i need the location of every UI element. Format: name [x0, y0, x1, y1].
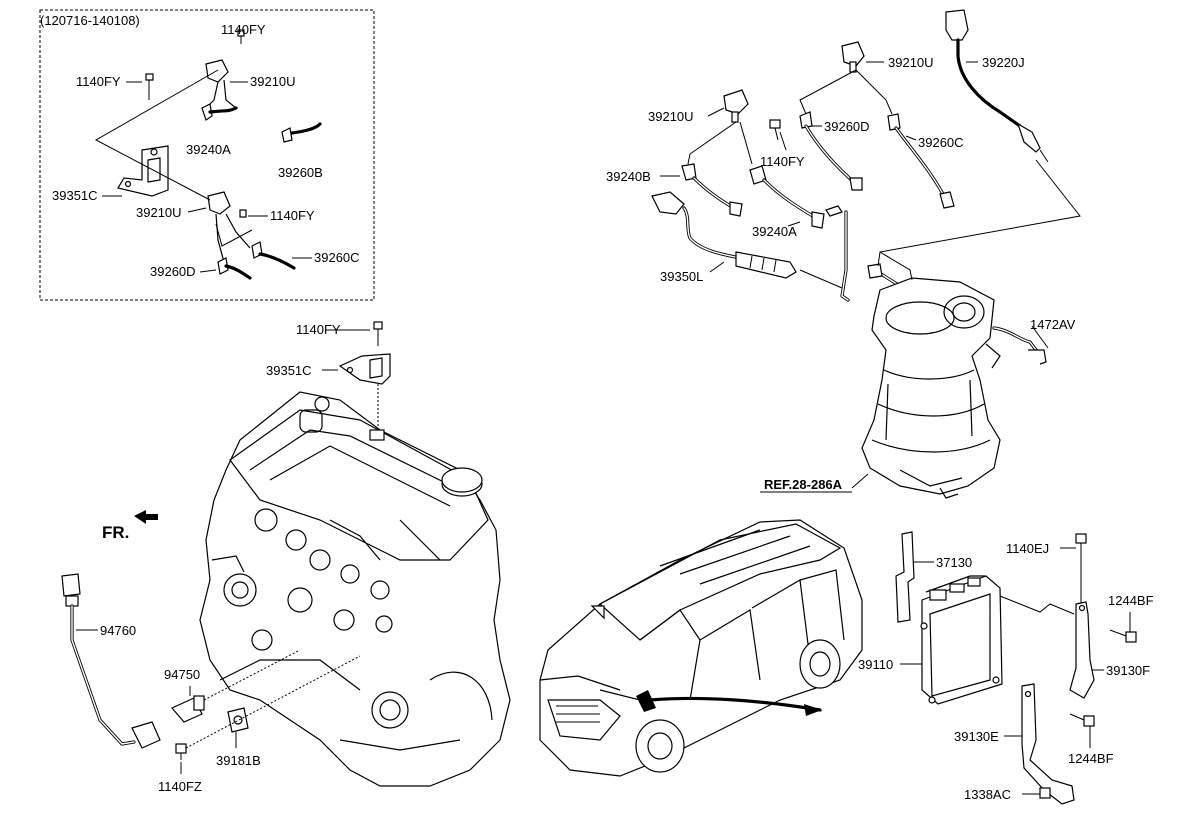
label-94750: 94750 [164, 667, 200, 682]
label-1244bf-bottom: 1244BF [1068, 751, 1114, 766]
bracket-37130-icon [895, 531, 915, 623]
label-39240b: 39240B [606, 169, 651, 184]
label-39210u-inset-mid: 39210U [136, 205, 182, 220]
label-1140fy-inset-top: 1140FY [221, 22, 266, 37]
label-39351c-inset: 39351C [52, 188, 98, 203]
label-39260d: 39260D [824, 119, 870, 134]
catalytic-converter-icon [861, 277, 1047, 499]
inset-hose-39240a-icon [201, 103, 238, 121]
bracket-39130f-icon [1069, 601, 1095, 699]
label-1140fy-inset-left: 1140FY [76, 74, 121, 89]
front-arrow-icon [134, 510, 158, 524]
label-39350l: 39350L [660, 269, 703, 284]
label-94760: 94760 [100, 623, 136, 638]
inset-hose-39260d-icon [217, 257, 252, 280]
knock-sensor-94760-icon [61, 573, 161, 749]
hose-39260c-icon [887, 113, 955, 209]
bracket-39351c-engine-icon [338, 353, 391, 385]
label-39260c-inset: 39260C [314, 250, 360, 265]
bolt-1140ej-icon [1075, 533, 1087, 552]
label-39210u-top: 39210U [888, 55, 934, 70]
pressure-sensor-39210u-left-icon [723, 89, 749, 123]
label-1140fy: 1140FY [760, 154, 805, 169]
engine-assembly: FR. 1140FY 39351C 9 [61, 321, 511, 794]
label-39240a-inset: 39240A [186, 142, 231, 157]
label-39260d-inset: 39260D [150, 264, 196, 279]
oxygen-sensor-39350l-icon [651, 191, 797, 279]
label-39210u-left: 39210U [648, 109, 694, 124]
hose-39240a-icon [749, 165, 825, 229]
inset-bracket-icon [117, 145, 169, 197]
bolt-1140fz-icon [175, 743, 187, 760]
label-1140ej: 1140EJ [1006, 541, 1049, 556]
inset-panel: (120716-140108) [39, 9, 375, 301]
vehicle-illustration [539, 519, 863, 777]
bolt-1244bf-bottom-icon [1069, 713, 1095, 727]
temperature-sensor-39220j-icon [945, 9, 1049, 163]
label-39130e: 39130E [954, 729, 999, 744]
inset-title: (120716-140108) [40, 13, 140, 28]
hose-39240b-icon [681, 163, 743, 217]
label-ref-28-286a: REF.28-286A [764, 477, 843, 492]
label-1338ac: 1338AC [964, 787, 1011, 802]
bolt-1140fy-engine-icon [373, 321, 383, 346]
pressure-sensor-39210u-top-icon [841, 41, 865, 73]
label-fr: FR. [102, 523, 129, 542]
bracket-39130e-icon [1021, 683, 1075, 805]
inset-bolt-top-icon [237, 29, 245, 44]
label-39220j: 39220J [982, 55, 1025, 70]
label-1140fz: 1140FZ [158, 779, 202, 794]
sensor-94750-icon [171, 695, 205, 723]
bracket-39181b-icon [227, 707, 249, 733]
inset-hose-39260c-icon [251, 241, 296, 270]
label-1244bf-top: 1244BF [1108, 593, 1154, 608]
nut-1338ac-icon [1039, 787, 1051, 799]
label-39210u-inset-top: 39210U [250, 74, 296, 89]
ecu-39110-icon [920, 575, 1075, 705]
inset-sensor-upper-icon [205, 59, 237, 109]
label-39351c-engine: 39351C [266, 363, 312, 378]
inset-bolt-left-icon [145, 73, 154, 100]
ecu-assembly: 37130 1140EJ 1244BF 39110 39130F 39130E … [858, 531, 1154, 805]
label-39181b: 39181B [216, 753, 261, 768]
label-39130f: 39130F [1106, 663, 1150, 678]
inset-hose-39260b-icon [281, 122, 322, 143]
label-39240a: 39240A [752, 224, 797, 239]
label-1140fy-engine: 1140FY [296, 322, 341, 337]
hose-39260d-icon [799, 111, 863, 191]
bolt-1140fy-icon [769, 119, 781, 141]
label-37130: 37130 [936, 555, 972, 570]
label-39260c: 39260C [918, 135, 964, 150]
inset-sensor-lower-icon [207, 191, 251, 263]
label-1140fy-inset-mid: 1140FY [270, 208, 315, 223]
label-39260b-inset: 39260B [278, 165, 323, 180]
label-39110: 39110 [858, 657, 893, 672]
exhaust-assembly: 39210U 39220J 39210U 39260D 39260C 1140F… [606, 9, 1081, 499]
bolt-1244bf-top-icon [1109, 629, 1137, 643]
label-1472av: 1472AV [1030, 317, 1076, 332]
